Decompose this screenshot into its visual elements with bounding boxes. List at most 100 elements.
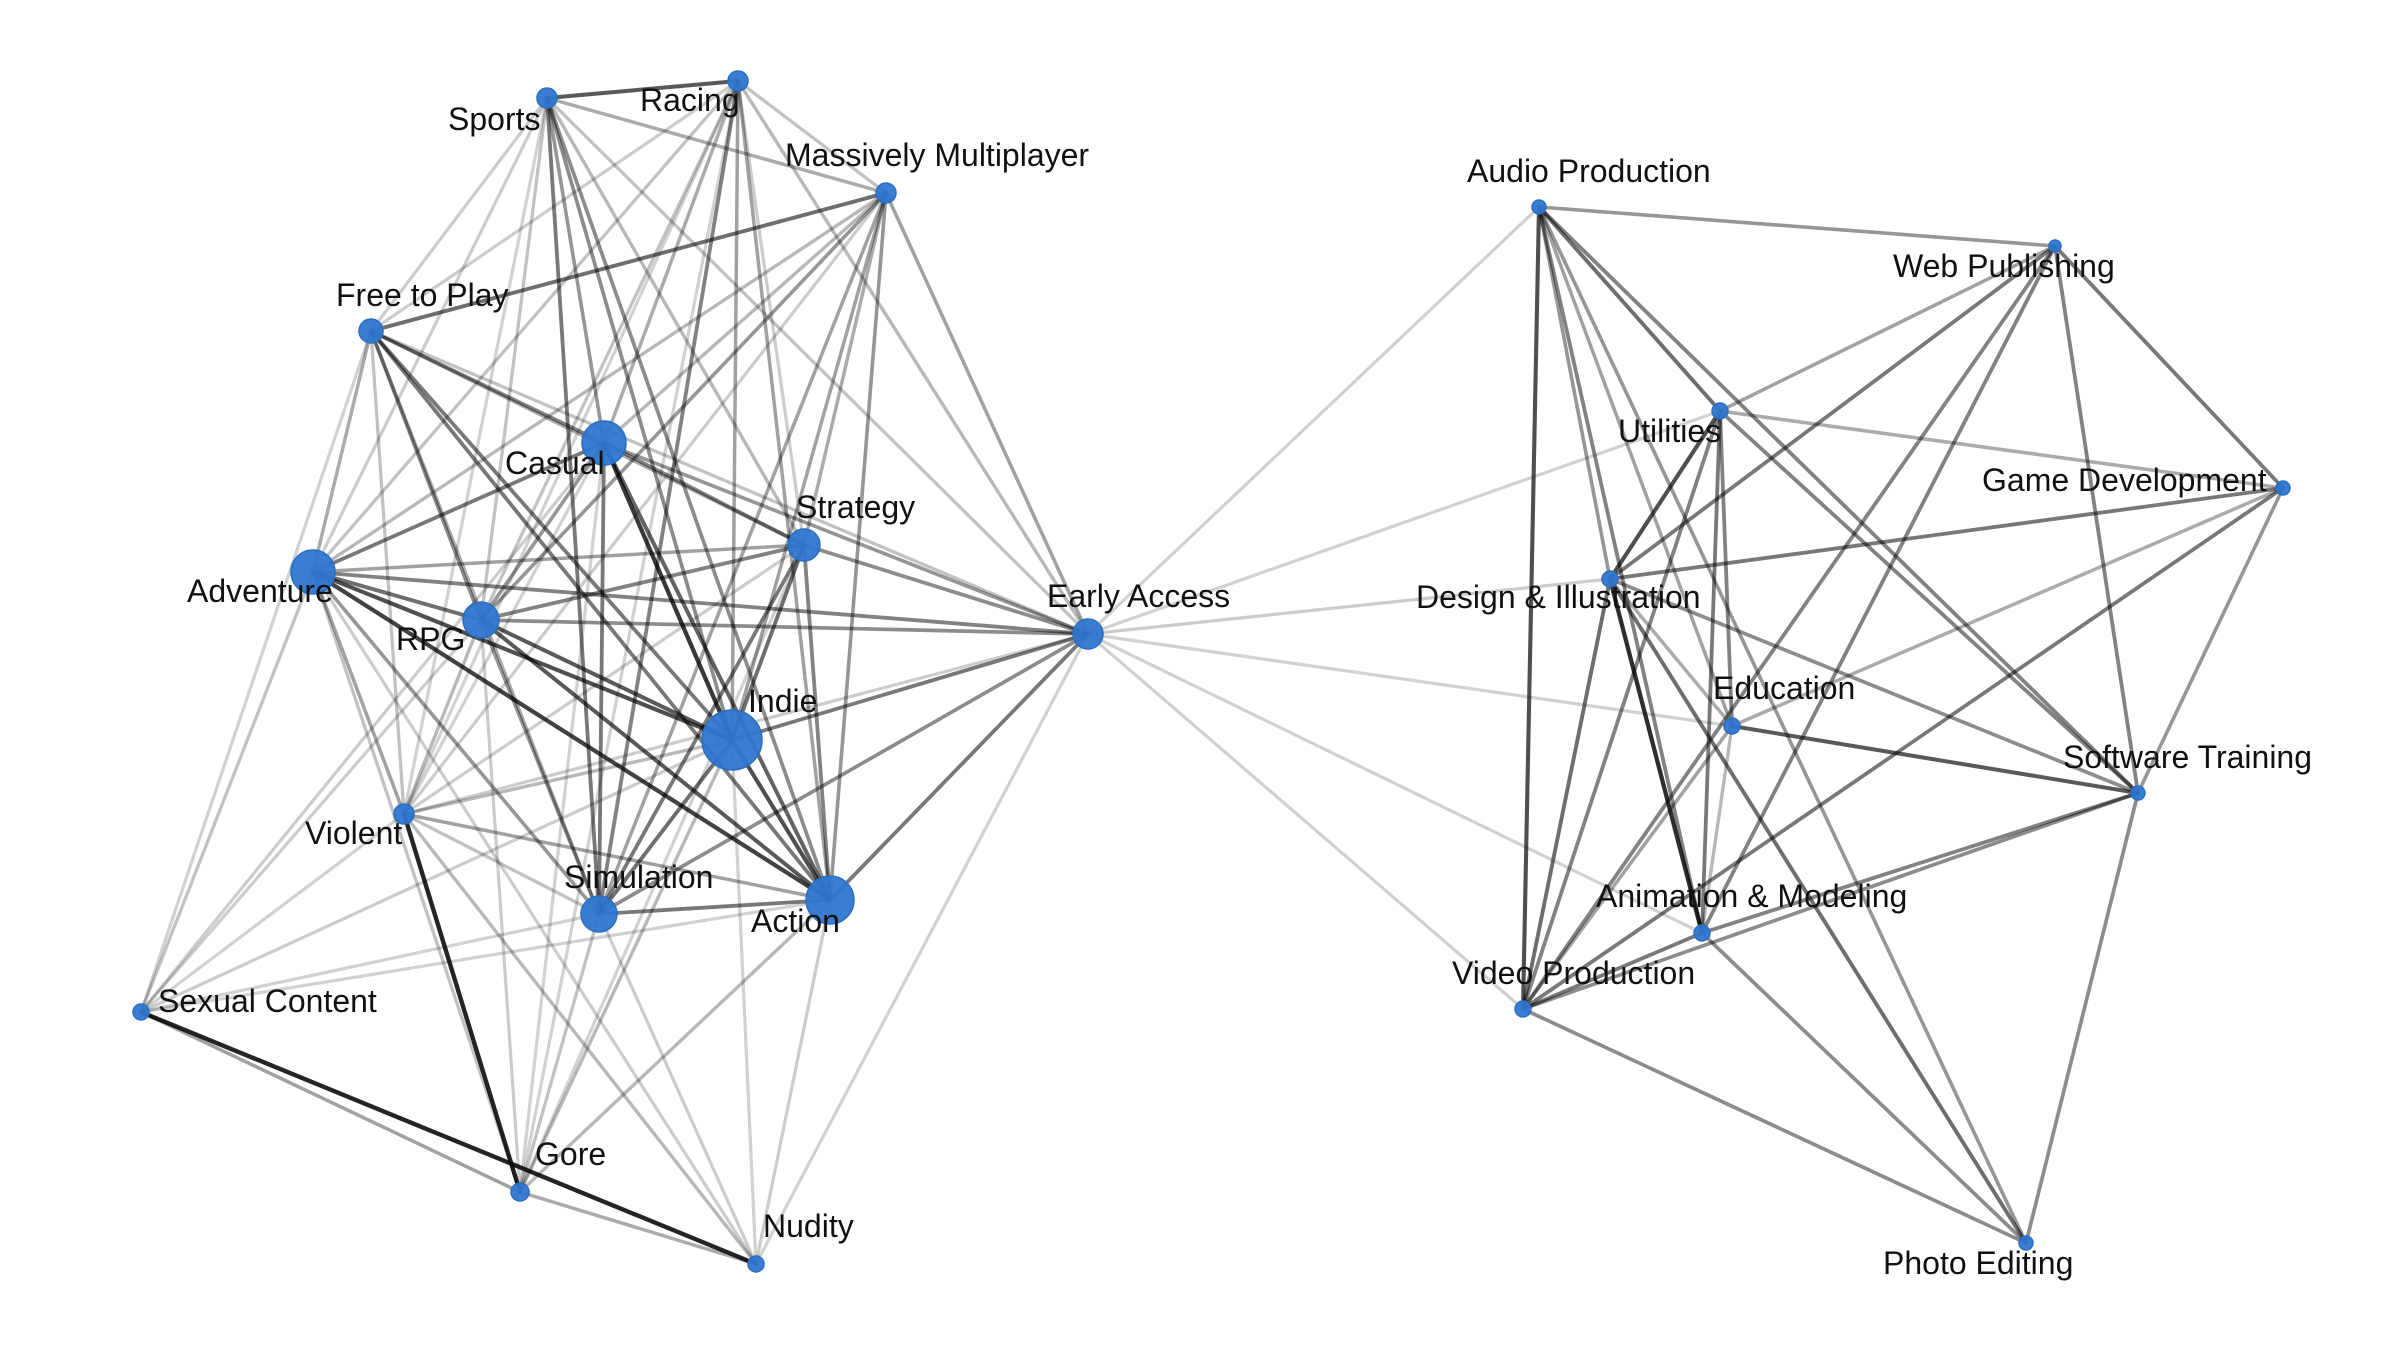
edge-audio-web: [1537, 205, 2057, 248]
node-label-design: Design & Illustration: [1416, 579, 1701, 615]
edge-strategy-early: [802, 543, 1090, 636]
edge-sports-action: [545, 96, 832, 902]
node-label-mmo: Massively Multiplayer: [785, 137, 1089, 173]
edge-audio-utilities: [1537, 205, 1722, 413]
edge-design-gamedev: [1608, 486, 2285, 581]
edge-casual-rpg: [479, 441, 606, 622]
node-utilities[interactable]: [1711, 402, 1729, 420]
edge-sports-simulation: [545, 96, 601, 916]
edge-web-utilities: [1718, 244, 2057, 413]
edge-simulation-gore: [518, 912, 601, 1194]
edge-sports-strategy: [545, 96, 806, 547]
node-label-racing: Racing: [640, 82, 740, 118]
edge-racing-strategy: [736, 79, 806, 547]
edge-adventure-rpg: [311, 570, 483, 622]
node-label-casual: Casual: [505, 445, 605, 481]
edge-adventure-simulation: [311, 570, 601, 916]
edge-early-nudity: [754, 632, 1090, 1266]
node-layer: [132, 70, 2291, 1273]
edge-indie-simulation: [597, 738, 734, 916]
edge-sports-mmo: [545, 96, 888, 195]
edge-training-video: [1521, 791, 2140, 1011]
edge-f2p-casual: [369, 329, 606, 445]
node-mmo[interactable]: [875, 182, 897, 204]
edge-casual-strategy: [602, 441, 806, 547]
node-design[interactable]: [1601, 570, 1619, 588]
edge-utilities-video: [1521, 409, 1722, 1011]
node-adventure[interactable]: [290, 549, 336, 595]
edge-indie-early: [730, 632, 1090, 742]
edge-mmo-simulation: [597, 191, 888, 916]
node-f2p[interactable]: [358, 318, 384, 344]
edge-audio-training: [1537, 205, 2140, 795]
node-sports[interactable]: [536, 87, 558, 109]
edge-rpg-simulation: [479, 618, 601, 916]
edge-utilities-training: [1718, 409, 2140, 795]
edge-early-action: [828, 632, 1090, 902]
edge-strategy-action: [802, 543, 832, 902]
edge-gamedev-video: [1521, 486, 2285, 1011]
edge-mmo-casual: [602, 191, 888, 445]
edge-sports-adventure: [311, 96, 549, 574]
edge-simulation-sexual: [139, 912, 601, 1014]
edge-adventure-indie: [310, 569, 735, 743]
edge-early-simulation: [597, 632, 1090, 916]
edge-casual-violent: [402, 441, 606, 816]
edge-rpg-violent: [402, 618, 483, 816]
node-web[interactable]: [2048, 239, 2062, 253]
edge-utilities-gamedev: [1718, 409, 2285, 490]
node-education[interactable]: [1723, 717, 1741, 735]
node-early[interactable]: [1072, 618, 1104, 650]
node-sexual[interactable]: [132, 1003, 150, 1021]
node-label-web: Web Publishing: [1893, 248, 2115, 284]
edge-violent-action: [402, 812, 832, 902]
edge-audio-education: [1537, 205, 1734, 728]
edge-early-animation: [1086, 632, 1704, 935]
edge-web-gamedev: [2053, 244, 2285, 490]
edge-f2p-rpg: [369, 329, 483, 622]
node-nudity[interactable]: [747, 1255, 765, 1273]
edge-sexual-nudity: [138, 1009, 759, 1267]
edge-casual-gore: [518, 441, 606, 1194]
edge-indie-action: [729, 737, 833, 903]
edge-web-design: [1608, 244, 2057, 581]
edge-indie-violent: [402, 738, 734, 816]
edge-design-training: [1608, 577, 2140, 795]
edge-mmo-indie: [730, 191, 888, 742]
node-casual[interactable]: [581, 420, 627, 466]
node-simulation[interactable]: [580, 895, 618, 933]
edge-gamedev-training: [2136, 486, 2285, 795]
edge-f2p-violent: [369, 329, 406, 816]
node-video[interactable]: [1514, 1000, 1532, 1018]
node-label-indie: Indie: [748, 683, 817, 719]
node-animation[interactable]: [1693, 924, 1711, 942]
node-racing[interactable]: [727, 70, 749, 92]
edge-rpg-indie: [479, 618, 734, 742]
node-gore[interactable]: [510, 1182, 530, 1202]
node-action[interactable]: [805, 875, 855, 925]
edge-racing-f2p: [369, 79, 740, 333]
node-violent[interactable]: [393, 803, 415, 825]
edge-mmo-strategy: [802, 191, 888, 547]
edge-training-animation: [1700, 791, 2140, 935]
node-label-violent: Violent: [305, 815, 402, 851]
node-strategy[interactable]: [787, 528, 821, 562]
edge-early-audio: [1086, 205, 1541, 636]
node-rpg[interactable]: [462, 601, 500, 639]
node-indie[interactable]: [701, 709, 763, 771]
edge-web-animation: [1700, 244, 2057, 935]
node-label-f2p: Free to Play: [336, 277, 509, 313]
node-audio[interactable]: [1531, 199, 1547, 215]
edge-strategy-gore: [518, 543, 806, 1194]
edge-early-video: [1086, 632, 1525, 1011]
edge-action-nudity: [754, 898, 832, 1266]
node-photo[interactable]: [2018, 1235, 2034, 1251]
edge-mmo-adventure: [311, 191, 888, 574]
edge-indie-nudity: [730, 738, 758, 1266]
edge-mmo-f2p: [369, 191, 888, 333]
node-training[interactable]: [2130, 785, 2146, 801]
node-label-utilities: Utilities: [1618, 413, 1721, 449]
edge-rpg-action: [479, 618, 832, 902]
node-gamedev[interactable]: [2275, 480, 2291, 496]
edge-video-photo: [1521, 1007, 2028, 1245]
